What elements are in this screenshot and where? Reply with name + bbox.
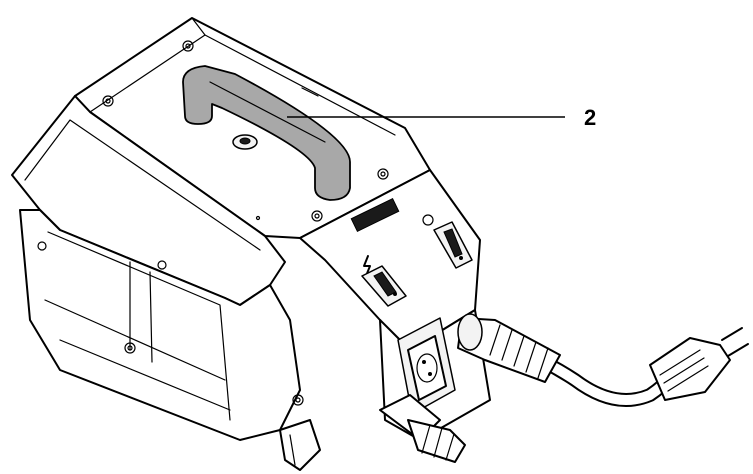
- left-housing: [11, 95, 304, 441]
- heater-switch: [361, 265, 407, 307]
- power-switch: [433, 221, 473, 269]
- carry-handle: [182, 65, 351, 201]
- callout-number: 2: [584, 105, 596, 130]
- callout-2: 2: [287, 105, 596, 130]
- strain-relief: [457, 313, 561, 383]
- power-plug: [649, 327, 749, 401]
- power-socket: [397, 317, 456, 415]
- air-outlet-nozzle: [279, 394, 466, 471]
- power-cable: [457, 313, 749, 407]
